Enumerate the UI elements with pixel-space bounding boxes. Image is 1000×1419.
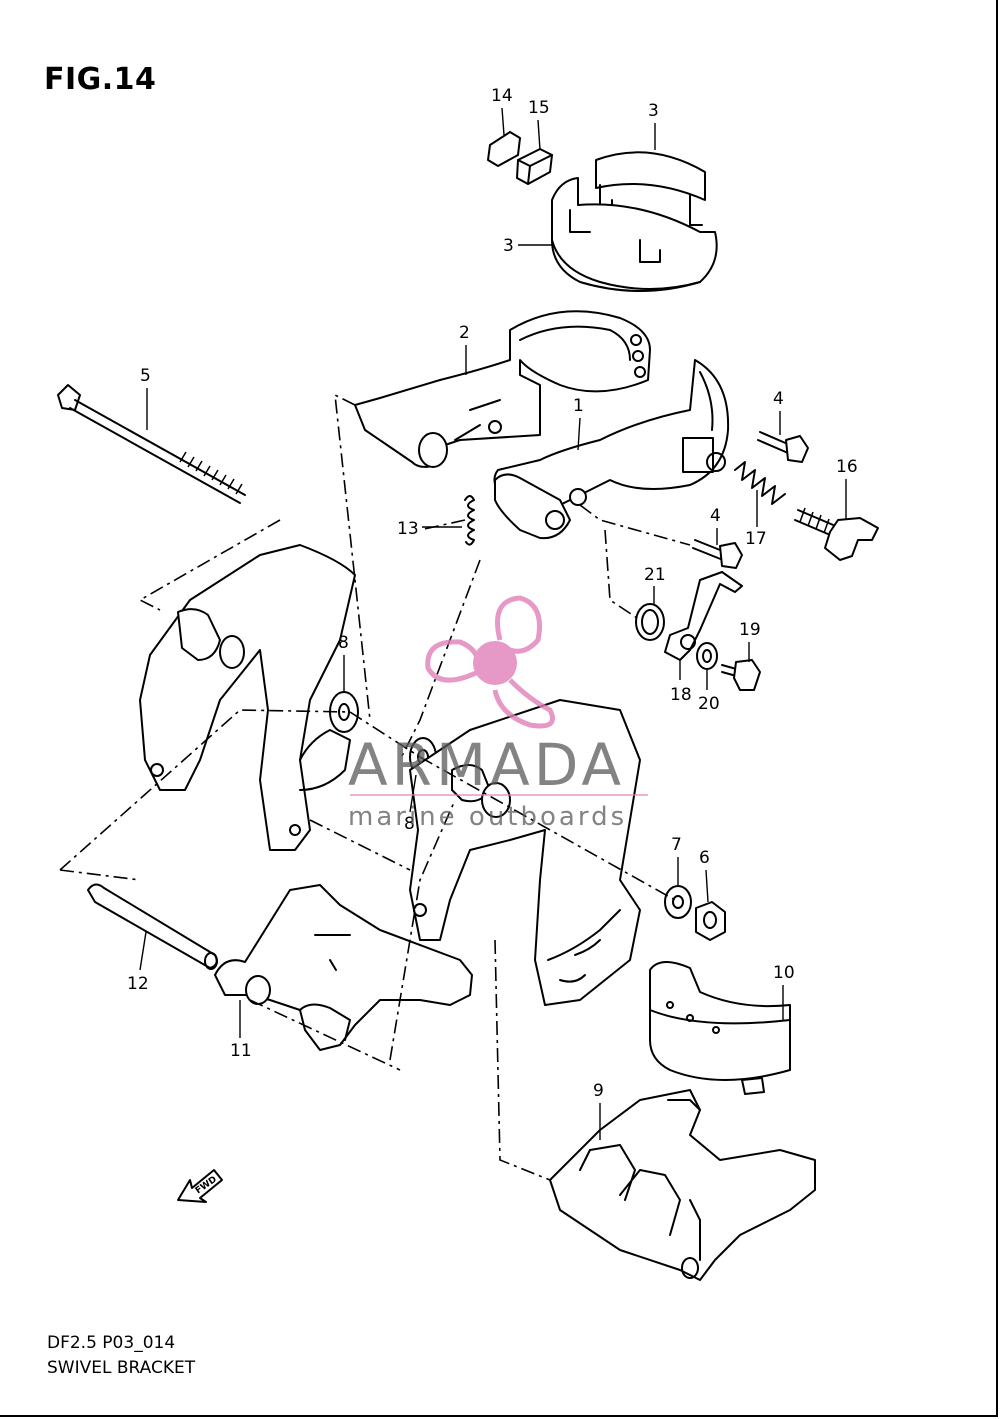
part-18-lever [664, 571, 743, 661]
part-19-screw [721, 659, 761, 691]
part-21-spring-clip [635, 603, 665, 641]
part-13-spring [464, 495, 475, 546]
watermark-tagline: marine outboards [348, 802, 627, 832]
part-1-swivel-arm [493, 359, 730, 540]
part-9-stern-bracket-lower [549, 1089, 816, 1281]
part-7-washer [664, 885, 692, 919]
watermark: ARMADA marine outboards [348, 595, 648, 832]
figure-name: SWIVEL BRACKET [47, 1358, 196, 1378]
callout-16: 16 [836, 457, 858, 477]
callout-4-upper: 4 [773, 389, 784, 409]
callout-17: 17 [745, 529, 767, 549]
part-2-clamp-bracket [354, 310, 651, 468]
callout-4-lower: 4 [710, 506, 721, 526]
part-12-pin [87, 883, 218, 970]
callout-21: 21 [644, 565, 666, 585]
part-16-wing-screw [794, 507, 879, 561]
part-4-bolt-upper [757, 431, 809, 463]
callout-20: 20 [698, 694, 720, 714]
part-3-sleeve-lower [551, 177, 718, 292]
callout-6: 6 [699, 848, 710, 868]
part-17-spring [734, 461, 786, 505]
callout-11: 11 [230, 1041, 252, 1061]
callout-8-left: 8 [338, 633, 349, 653]
callout-3-lower: 3 [503, 236, 514, 256]
part-4-bolt-lower [692, 539, 743, 569]
callout-1: 1 [573, 396, 584, 416]
assembly-lines [59, 393, 691, 1181]
part-5-long-bolt [57, 384, 246, 504]
callout-12: 12 [127, 974, 149, 994]
stern-bracket-left [139, 544, 356, 851]
part-10-mount [649, 961, 791, 1095]
callout-15: 15 [528, 98, 550, 118]
callout-9: 9 [593, 1081, 604, 1101]
callout-19: 19 [739, 620, 761, 640]
callout-5: 5 [140, 366, 151, 386]
part-14-pad [487, 131, 521, 167]
callouts: 14 15 3 3 2 1 5 4 16 13 4 17 21 19 8 18 … [127, 86, 858, 1140]
part-15-pad [516, 148, 553, 185]
propeller-logo-icon [425, 595, 555, 729]
fwd-arrow-badge: FWD [177, 1169, 223, 1203]
part-6-nut [695, 901, 726, 941]
callout-7: 7 [671, 835, 682, 855]
callout-2: 2 [459, 323, 470, 343]
callout-13: 13 [397, 519, 419, 539]
callout-3-upper: 3 [648, 101, 659, 121]
callout-14: 14 [491, 86, 513, 106]
callout-10: 10 [773, 963, 795, 983]
figure-title: FIG.14 [44, 62, 157, 97]
watermark-brand: ARMADA [348, 731, 625, 799]
figure-code: DF2.5 P03_014 [47, 1333, 176, 1353]
callout-18: 18 [670, 685, 692, 705]
callout-8-right: 8 [404, 814, 415, 834]
part-20-washer [696, 642, 718, 670]
stern-bracket-right [409, 699, 641, 1006]
